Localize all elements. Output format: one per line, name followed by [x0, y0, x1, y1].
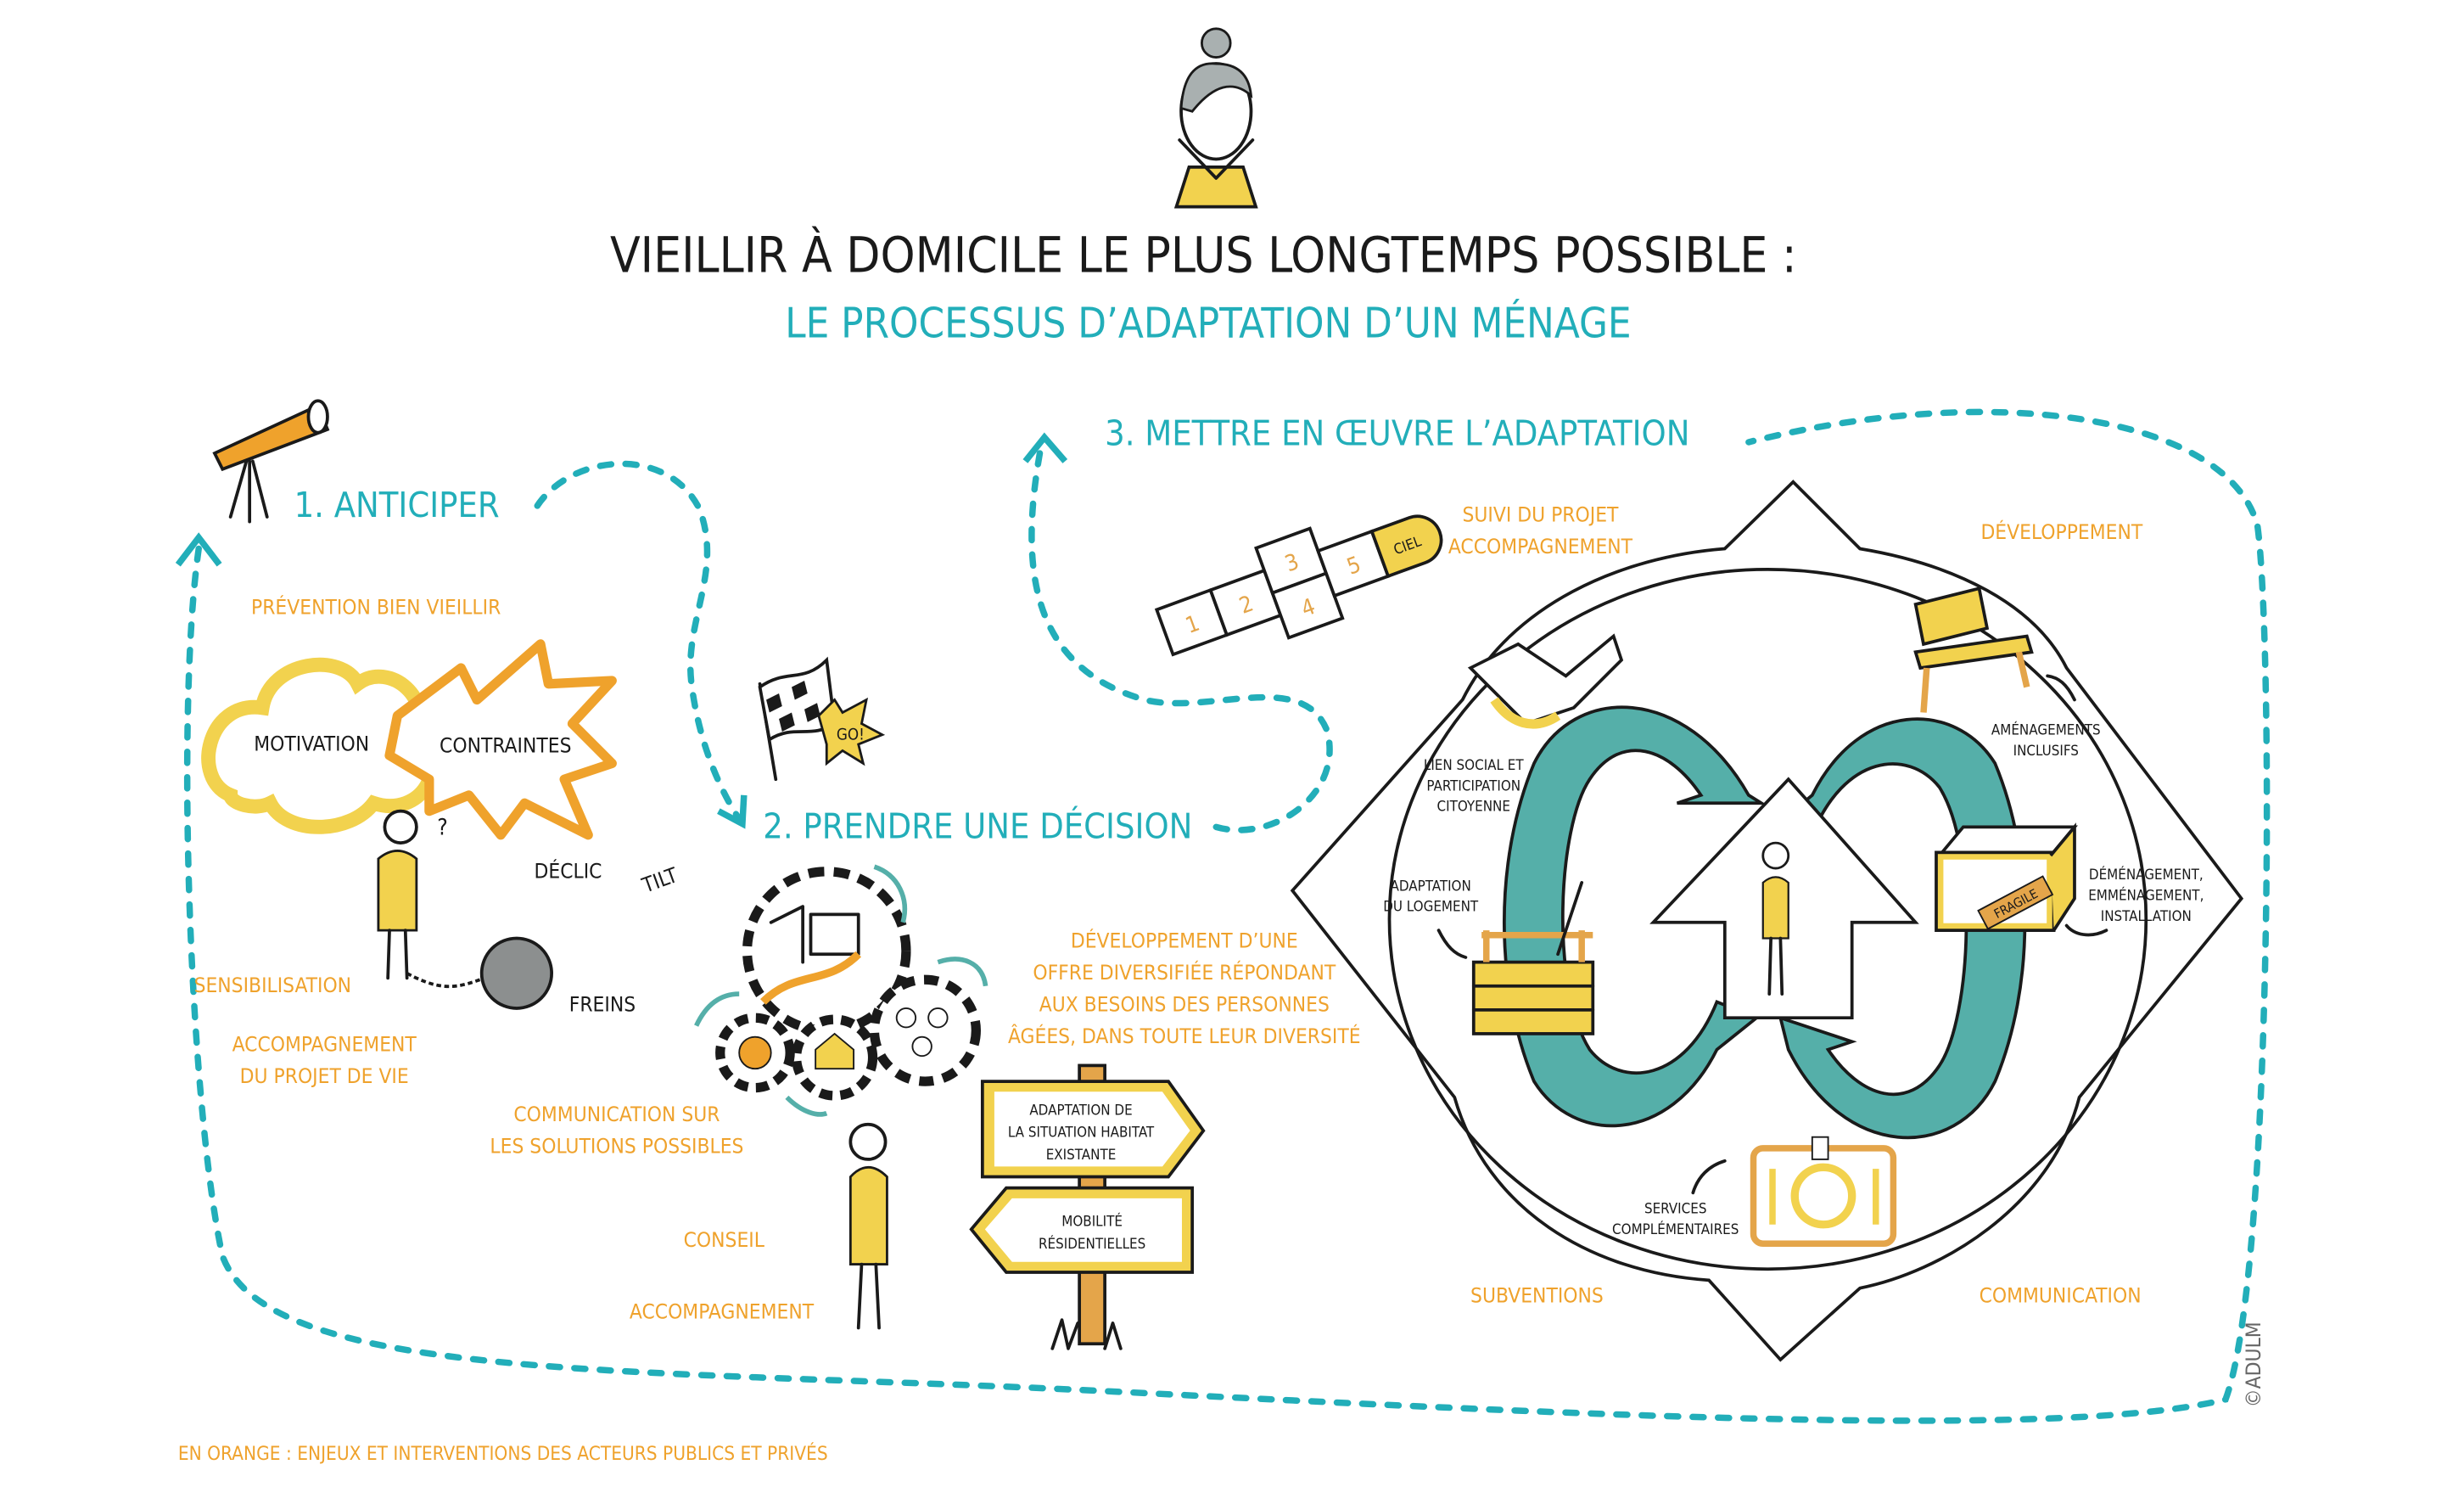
amenagements-line: AMÉNAGEMENTS [1991, 721, 2101, 738]
checkered-flag-icon: GO! [758, 656, 886, 782]
handshake-icon [1467, 633, 1624, 729]
services-line: SERVICES [1644, 1200, 1706, 1217]
question-mark-icon: ? [437, 816, 448, 841]
tilt-label: TILT [638, 862, 681, 898]
decide-to-implement-path [1028, 441, 1333, 833]
motivation-label: MOTIVATION [254, 731, 369, 755]
communication-solutions-line2: LES SOLUTIONS POSSIBLES [490, 1133, 743, 1158]
go-label: GO! [837, 726, 865, 744]
offer-development-text: DÉVELOPPEMENT D’UNE OFFRE DIVERSIFIÉE RÉ… [1008, 929, 1361, 1048]
suivi-projet-line2: ACCOMPAGNEMENT [1448, 534, 1633, 558]
developpement-label: DÉVELOPPEMENT [1980, 519, 2142, 544]
arrowhead-icon [1022, 432, 1068, 463]
telescope-icon [212, 399, 330, 524]
suivi-projet-line1: SUIVI DU PROJET [1462, 502, 1619, 527]
toolbox-icon [1471, 881, 1595, 1035]
offer-line: DÉVELOPPEMENT D’UNE [1071, 929, 1298, 953]
demenagement-line: EMMÉNAGEMENT, [2088, 886, 2204, 904]
title-line1: VIEILLIR À DOMICILE LE PLUS LONGTEMPS PO… [610, 225, 1797, 283]
communication-solutions-line1: COMMUNICATION SUR [513, 1102, 720, 1126]
hopscotch-icon: 1 2 3 4 5 CIEL [1154, 514, 1443, 657]
signpost: ADAPTATION DE LA SITUATION HABITAT EXIST… [969, 1063, 1206, 1350]
freins-label: FREINS [569, 992, 636, 1017]
accompagnement-projet-line1: ACCOMPAGNEMENT [232, 1032, 417, 1057]
elderly-woman-portrait [1173, 27, 1258, 209]
copyright: ©ADULM [2241, 1321, 2265, 1407]
thinking-woman [848, 1122, 888, 1330]
contraintes-burst: CONTRAINTES [384, 639, 617, 840]
decision-gears [694, 864, 988, 1117]
communication-label: COMMUNICATION [1980, 1283, 2142, 1308]
pointer-arrow-icon [2064, 923, 2108, 937]
accompagnement-projet-line2: DU PROJET DE VIE [240, 1063, 409, 1088]
lien-social-line: PARTICIPATION [1426, 777, 1520, 794]
sensibilisation-label: SENSIBILISATION [194, 973, 352, 997]
sign2-line: MOBILITÉ [1061, 1212, 1123, 1230]
bench-icon [1913, 586, 2034, 713]
contraintes-label: CONTRAINTES [440, 732, 571, 757]
amenagements-line: INCLUSIFS [2013, 742, 2079, 759]
sign1-line: EXISTANTE [1046, 1146, 1117, 1163]
prevention-label: PRÉVENTION BIEN VIEILLIR [251, 594, 501, 619]
sign1-line: LA SITUATION HABITAT [1008, 1124, 1155, 1141]
woman-at-home [1761, 841, 1790, 996]
step-anticipate: 1. ANTICIPER [294, 485, 500, 525]
sign2-line: RÉSIDENTIELLES [1039, 1234, 1145, 1252]
adaptation-logement-line: ADAPTATION [1391, 877, 1471, 894]
declic-label: DÉCLIC [535, 858, 602, 883]
pointer-arrow-icon [1436, 929, 1468, 959]
subventions-label: SUBVENTIONS [1470, 1283, 1604, 1308]
adaptation-logement-line: DU LOGEMENT [1383, 898, 1479, 915]
sign1-line: ADAPTATION DE [1029, 1101, 1132, 1118]
process-loop-path [183, 408, 2271, 1424]
anticipate-to-decide-path [534, 460, 742, 822]
arrowhead-icon [717, 794, 748, 829]
fragile-box-icon: FRAGILE [1935, 822, 2078, 933]
pointer-arrow-icon [2046, 674, 2076, 702]
title-line2: LE PROCESSUS D’ADAPTATION D’UN MÉNAGE [785, 299, 1631, 347]
accompagnement-label: ACCOMPAGNEMENT [630, 1299, 815, 1323]
lien-social-line: CITOYENNE [1437, 798, 1510, 815]
lien-social-line: LIEN SOCIAL ET [1424, 756, 1525, 773]
pointer-arrow-icon [1691, 1159, 1727, 1195]
footer-legend: EN ORANGE : ENJEUX ET INTERVENTIONS DES … [178, 1441, 828, 1465]
demenagement-line: INSTALLATION [2101, 907, 2192, 924]
offer-line: ÂGÉES, DANS TOUTE LEUR DIVERSITÉ [1008, 1024, 1361, 1048]
loop-arrowhead-icon [175, 532, 222, 567]
step-decide: 2. PRENDRE UNE DÉCISION [763, 805, 1192, 846]
services-line: COMPLÉMENTAIRES [1612, 1220, 1739, 1237]
motivation-cloud: MOTIVATION [201, 657, 439, 834]
step-implement: 3. METTRE EN ŒUVRE L’ADAPTATION [1105, 413, 1689, 454]
offer-line: AUX BESOINS DES PERSONNES [1039, 992, 1330, 1017]
offer-line: OFFRE DIVERSIFIÉE RÉPONDANT [1033, 960, 1336, 985]
place-setting-icon [1750, 1136, 1897, 1247]
conseil-label: CONSEIL [684, 1227, 765, 1252]
woman-with-ball-and-chain: ? [377, 809, 553, 1010]
demenagement-line: DÉMÉNAGEMENT, [2089, 865, 2204, 883]
